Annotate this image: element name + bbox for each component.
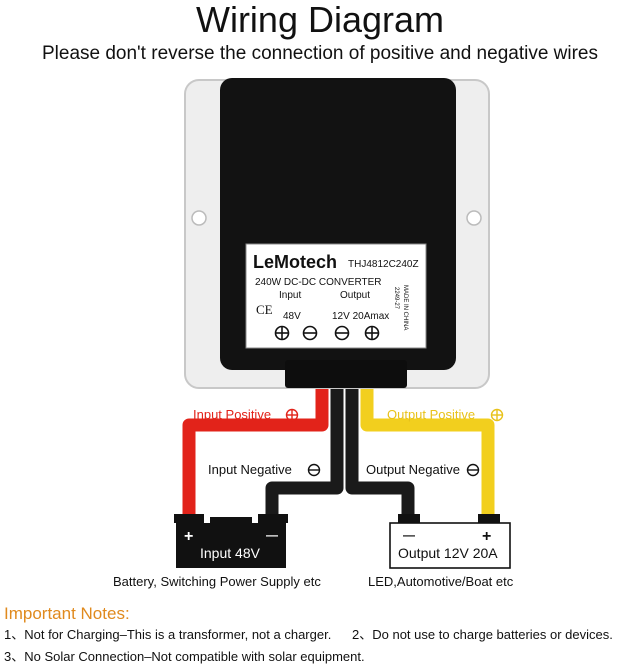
input-negative-minus-icon [307, 463, 321, 477]
output-positive-plus-icon [490, 408, 504, 422]
input-source-caption: Battery, Switching Power Supply etc [113, 574, 321, 589]
battery-plus: + [184, 528, 193, 545]
made-in-china: MADE IN CHINA [402, 285, 408, 330]
output-label: Output [340, 290, 370, 301]
input-negative-label: Input Negative [208, 462, 292, 477]
load-minus: — [403, 528, 415, 542]
input-label: Input [279, 290, 301, 301]
output-positive-wire [360, 373, 495, 525]
page-subtitle: Please don't reverse the connection of p… [41, 43, 599, 64]
input-positive-label: Input Positive [193, 407, 271, 422]
mount-hole-left [191, 210, 207, 226]
input-positive-wire [182, 373, 329, 525]
load-label: Output 12V 20A [398, 545, 498, 561]
load-plus: + [482, 528, 491, 545]
battery-label: Input 48V [200, 545, 261, 561]
output-negative-wire [345, 373, 415, 525]
output-rating: 12V 20Amax [332, 311, 389, 322]
notes-title: Important Notes: [4, 604, 130, 623]
note-item-1: 1、Not for Charging–This is a transformer… [4, 627, 332, 642]
input-negative-wire [265, 373, 344, 525]
mount-hole-right [466, 210, 482, 226]
label-plus-icon-input [274, 325, 290, 341]
output-load-caption: LED,Automotive/Boat etc [368, 574, 514, 589]
output-load: — + Output 12V 20A [389, 514, 511, 569]
spec-line: 240W DC-DC CONVERTER [255, 277, 382, 288]
output-positive-label: Output Positive [387, 407, 475, 422]
page-title: Wiring Diagram [195, 0, 445, 40]
input-battery: + — Input 48V [174, 514, 288, 568]
output-negative-label: Output Negative [366, 462, 460, 477]
note-item-3: 3、No Solar Connection–Not compatible wit… [4, 649, 365, 664]
battery-minus: — [266, 528, 278, 542]
label-minus-icon-input [302, 325, 318, 341]
note-item-2: 2、Do not use to charge batteries or devi… [352, 627, 613, 642]
ce-mark: CE [256, 302, 273, 317]
label-plus-icon-output [364, 325, 380, 341]
batch-code: 2249-27 [393, 287, 399, 310]
converter-module: LeMotech THJ4812C240Z 240W DC-DC CONVERT… [184, 78, 490, 389]
brand-name: LeMotech [253, 252, 337, 272]
input-positive-plus-icon [285, 408, 299, 422]
input-voltage: 48V [283, 311, 301, 322]
output-negative-minus-icon [466, 463, 480, 477]
model-number: THJ4812C240Z [348, 259, 419, 270]
label-minus-icon-output [334, 325, 350, 341]
